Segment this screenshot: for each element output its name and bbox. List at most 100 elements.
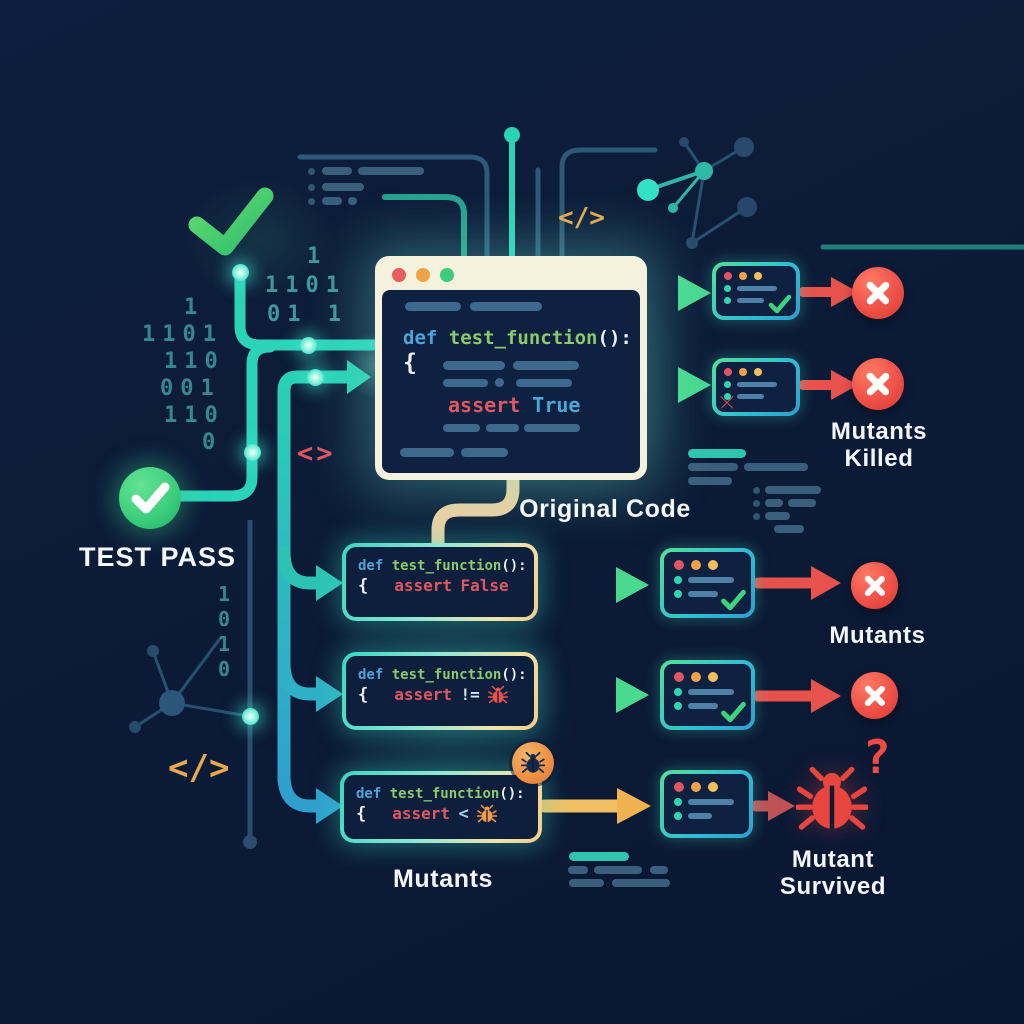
- mutant-killed-icon: [851, 672, 898, 719]
- mutant-box-2: def test_function(): { assert !=: [342, 652, 538, 730]
- dot-yellow: [708, 560, 718, 570]
- circuit-dot: [504, 127, 520, 143]
- code-editor-area: [382, 290, 640, 473]
- code-token-def: def: [356, 786, 382, 802]
- code-token-def: def: [358, 667, 384, 683]
- code-token-name: test_function: [391, 558, 502, 574]
- test-run-card-1: [712, 262, 800, 320]
- code-token-brace: {: [358, 576, 369, 596]
- big-check-icon: [188, 187, 274, 256]
- code-token-value: False: [460, 576, 509, 595]
- dot-red: [724, 272, 732, 280]
- code-token-sig: ():: [501, 667, 527, 683]
- red-arrows: [750, 277, 858, 821]
- check-icon: [721, 701, 746, 723]
- window-dot-orange: [416, 268, 430, 282]
- test-pass-label: TEST PASS: [78, 542, 237, 572]
- original-code-window: [375, 256, 647, 480]
- binary-column-bottom: 1 0 1 0: [218, 582, 238, 681]
- code-token-value: True: [532, 393, 581, 417]
- dot-orange: [691, 672, 701, 682]
- dot-yellow: [754, 272, 762, 280]
- test-run-card-5: [660, 770, 753, 838]
- mutant-branch-lines: [277, 360, 371, 824]
- code-line-brace: {: [403, 350, 417, 376]
- mutant-box-1: def test_function(): { assert False: [342, 543, 538, 621]
- code-token-sig: ():: [499, 786, 525, 802]
- dot-orange: [691, 782, 701, 792]
- x-icon: [852, 267, 904, 319]
- glow-node: [232, 264, 249, 281]
- code-line-def: def test_function():: [403, 327, 632, 349]
- binary-column-left: 1 1101 110 001 110 0: [142, 295, 225, 455]
- code-token-assert: assert: [448, 393, 521, 417]
- code-token-name: test_function: [448, 327, 598, 349]
- mutants-bottom-label: Mutants: [392, 865, 494, 893]
- check-icon: [721, 589, 746, 611]
- bug-icon: [488, 685, 508, 705]
- code-token-name: test_function: [391, 667, 502, 683]
- mutant-survived-label: Mutant Survived: [779, 846, 887, 900]
- original-code-label: Original Code: [519, 495, 691, 523]
- x-icon: [851, 672, 898, 719]
- code-token-brace: {: [356, 804, 367, 824]
- glow-node: [300, 337, 317, 354]
- original-to-mutant-connector: [431, 471, 520, 559]
- dot-red: [674, 560, 684, 570]
- glow-node: [307, 369, 324, 386]
- glow-node: [242, 708, 259, 725]
- code-token-assert: assert: [392, 804, 451, 823]
- angle-brackets-icon: <>: [297, 438, 336, 469]
- code-token-sig: ():: [597, 327, 632, 349]
- bug-badge: [512, 742, 554, 784]
- mutants-killed-label: Mutants Killed: [830, 418, 928, 472]
- test-pass-badge: [119, 467, 181, 529]
- code-token-name: test_function: [389, 786, 500, 802]
- x-icon: [851, 562, 898, 609]
- test-run-card-3: [660, 548, 755, 618]
- glow-node: [244, 444, 261, 461]
- check-icon: [131, 482, 170, 514]
- test-run-card-2: [712, 358, 800, 416]
- code-token-sig: ():: [501, 558, 527, 574]
- test-run-card-4: [660, 660, 755, 730]
- binary-column-mid: 1 1101 01 1: [265, 244, 348, 327]
- code-token-brace: {: [358, 685, 369, 705]
- code-token-op: <: [458, 804, 469, 824]
- x-icon: [852, 358, 904, 410]
- mutant-killed-icon: [851, 562, 898, 609]
- dot-yellow: [754, 368, 762, 376]
- code-token-assert: assert: [394, 576, 453, 595]
- dot-orange: [739, 368, 747, 376]
- bug-icon: [521, 751, 545, 775]
- yellow-arrow: [538, 788, 651, 824]
- dot-red: [724, 368, 732, 376]
- green-arrows: [538, 275, 711, 713]
- question-mark: ?: [862, 730, 892, 784]
- test-flow-lines: [175, 272, 383, 502]
- mutant-box-3: def test_function(): { assert <: [340, 771, 542, 843]
- x-icon: [718, 401, 735, 402]
- code-token-def: def: [358, 558, 384, 574]
- code-line-assert: assert True: [448, 393, 580, 417]
- network-graph-bottom: [129, 635, 243, 733]
- circuit-lines: [297, 141, 1024, 261]
- code-token-assert: assert: [394, 685, 453, 704]
- dot-yellow: [708, 782, 718, 792]
- mutant-killed-icon: [852, 267, 904, 319]
- mutant-killed-icon: [852, 358, 904, 410]
- code-token-op: !=: [460, 685, 480, 704]
- code-token-def: def: [403, 327, 438, 349]
- dot-red: [674, 782, 684, 792]
- network-graph-top: [637, 137, 757, 249]
- window-dot-green: [440, 268, 454, 282]
- check-icon: [768, 294, 792, 314]
- mutant-survived-bug-icon: [796, 764, 868, 836]
- code-tag-icon: </>: [558, 203, 605, 233]
- bug-icon: [477, 804, 497, 824]
- code-tag-icon: </>: [168, 748, 230, 788]
- dot-red: [674, 672, 684, 682]
- dot-orange: [739, 272, 747, 280]
- window-dot-red: [392, 268, 406, 282]
